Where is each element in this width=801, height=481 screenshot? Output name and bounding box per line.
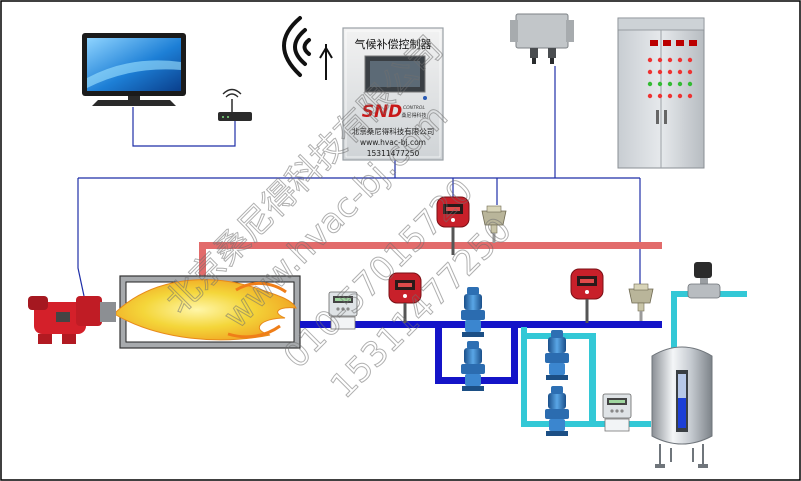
wireless-signal-icon — [282, 16, 311, 77]
circulation-pump-4 — [545, 386, 569, 436]
controller-logo-cn: 桑尼得科技 — [401, 112, 426, 119]
water-storage-tank — [651, 346, 713, 468]
electrical-cabinet — [617, 17, 705, 169]
controller-company: 北京桑尼得科技有限公司 — [352, 126, 435, 136]
signal-wiring — [77, 66, 641, 297]
pressure-gauge-supply-right — [570, 268, 604, 323]
flow-meter-return — [602, 393, 632, 432]
pressure-gauge-hot — [436, 196, 470, 255]
antenna-icon — [319, 44, 333, 80]
flame-icon — [115, 279, 297, 341]
flow-meter-supply — [328, 291, 358, 330]
controller-logo: SND — [362, 102, 403, 122]
circulation-pump-1 — [461, 287, 485, 337]
temperature-sensor-supply — [628, 283, 654, 322]
controller-title: 气候补偿控制器 — [355, 37, 432, 51]
hot-water-pipe — [199, 242, 662, 278]
solenoid-valve-icon — [687, 262, 721, 299]
controller-phone: 15311477250 — [367, 149, 420, 158]
burner-icon — [28, 296, 116, 344]
climate-compensation-controller: 气候补偿控制器 SND CONTROL 桑尼得科技 北京桑尼得科技有限公司 ww… — [342, 27, 444, 161]
controller-logo-sub: CONTROL — [403, 105, 425, 111]
wifi-router-icon — [218, 88, 252, 121]
pressure-gauge-supply — [388, 272, 422, 323]
controller-website: www.hvac-bj.com — [360, 138, 426, 147]
controller-indicator — [423, 96, 427, 100]
monitor-icon — [82, 33, 186, 106]
outdoor-temperature-sensor — [510, 13, 574, 64]
